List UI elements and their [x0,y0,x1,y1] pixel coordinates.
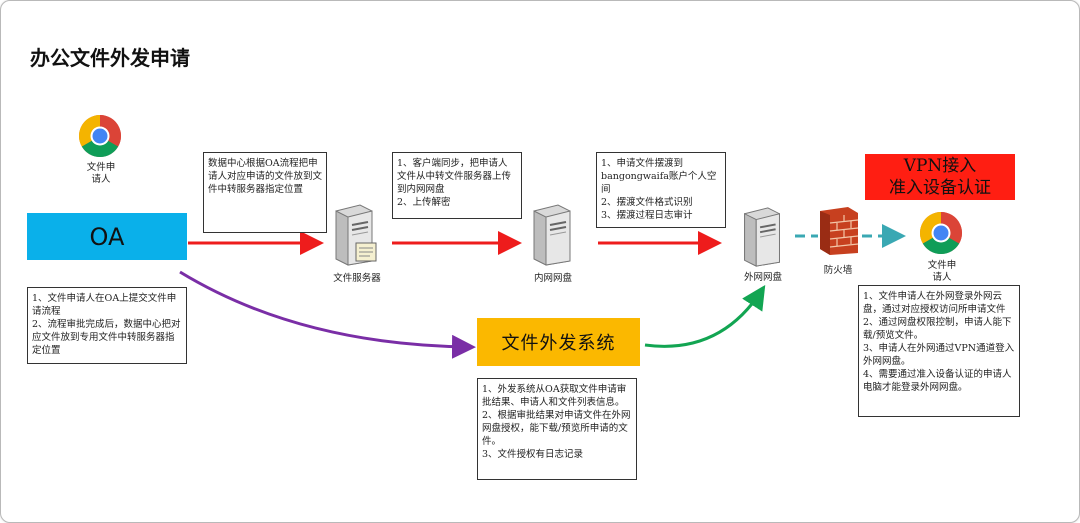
vpn-line-2: 准入设备认证 [889,178,991,198]
note-outbound-system-line-2: 2、根据审批结果对申请文件在外网网盘授权，能下载/预览所申请的文件。 [482,410,631,447]
note-external-access-line-1: 1、文件申请人在外网登录外网云盘，通过对应授权访问所申请文件 [863,291,1006,315]
note-external-access: 1、文件申请人在外网登录外网云盘，通过对应授权访问所申请文件 2、通过网盘权限控… [858,285,1020,417]
note-client-sync: 1、客户端同步，把申请人文件从中转文件服务器上传到内网网盘 2、上传解密 [392,152,522,219]
page-title: 办公文件外发申请 [30,46,190,70]
vpn-line-1: VPN接入 [903,156,977,176]
file-server-label: 文件服务器 [333,273,381,284]
note-client-sync-line-1: 1、客户端同步，把申请人文件从中转文件服务器上传到内网网盘 [397,158,512,195]
server-icon [335,204,377,266]
note-datacenter: 数据中心根据OA流程把申请人对应申请的文件放到文件中转服务器指定位置 [203,152,327,233]
extranet-disk-label: 外网网盘 [743,272,782,283]
vpn-box: VPN接入 准入设备认证 [865,154,1015,200]
note-oa-process-line-2: 2、流程审批完成后，数据中心把对应文件放到专用文件中转服务器指定位置 [32,319,181,356]
firewall-label: 防火墙 [823,265,853,276]
firewall-icon [820,207,859,255]
chrome-icon [78,114,122,158]
note-outbound-system-line-3: 3、文件授权有日志记录 [482,449,584,460]
note-client-sync-line-2: 2、上传解密 [397,197,451,208]
arrow-oa-to-system [179,270,476,359]
note-ferry-line-1: 1、申请文件摆渡到bangongwaifa账户个人空间 [601,158,717,195]
server-icon [744,207,780,267]
chrome-icon [919,212,963,255]
note-ferry-line-3: 3、摆渡过程日志审计 [601,210,693,221]
note-external-access-line-3: 3、申请人在外网通过VPN通道登入外网网盘。 [863,343,1015,367]
note-external-access-line-4: 4、需要通过准入设备认证的申请人电脑才能登录外网网盘。 [863,369,1012,393]
requester-left-label: 文件申 请人 [86,162,116,185]
requester-right-label: 文件申 请人 [927,260,957,283]
note-ferry-line-2: 2、摆渡文件格式识别 [601,197,693,208]
note-external-access-line-2: 2、通过网盘权限控制，申请人能下载/预览文件。 [863,317,1012,341]
intranet-disk-label: 内网网盘 [533,273,572,284]
note-oa-process-line-1: 1、文件申请人在OA上提交文件申请流程 [32,293,177,317]
note-outbound-system-line-1: 1、外发系统从OA获取文件申请审批结果、申请人和文件列表信息。 [482,384,627,408]
server-icon [533,204,571,266]
oa-box: OA [27,213,187,260]
note-outbound-system: 1、外发系统从OA获取文件申请审批结果、申请人和文件列表信息。 2、根据审批结果… [477,378,637,480]
outbound-system-box: 文件外发系统 [477,318,640,366]
note-oa-process: 1、文件申请人在OA上提交文件申请流程 2、流程审批完成后，数据中心把对应文件放… [27,287,187,364]
arrow-system-to-extranet [644,284,766,348]
note-datacenter-line: 数据中心根据OA流程把申请人对应申请的文件放到文件中转服务器指定位置 [208,158,323,195]
note-ferry: 1、申请文件摆渡到bangongwaifa账户个人空间 2、摆渡文件格式识别 3… [596,152,726,228]
